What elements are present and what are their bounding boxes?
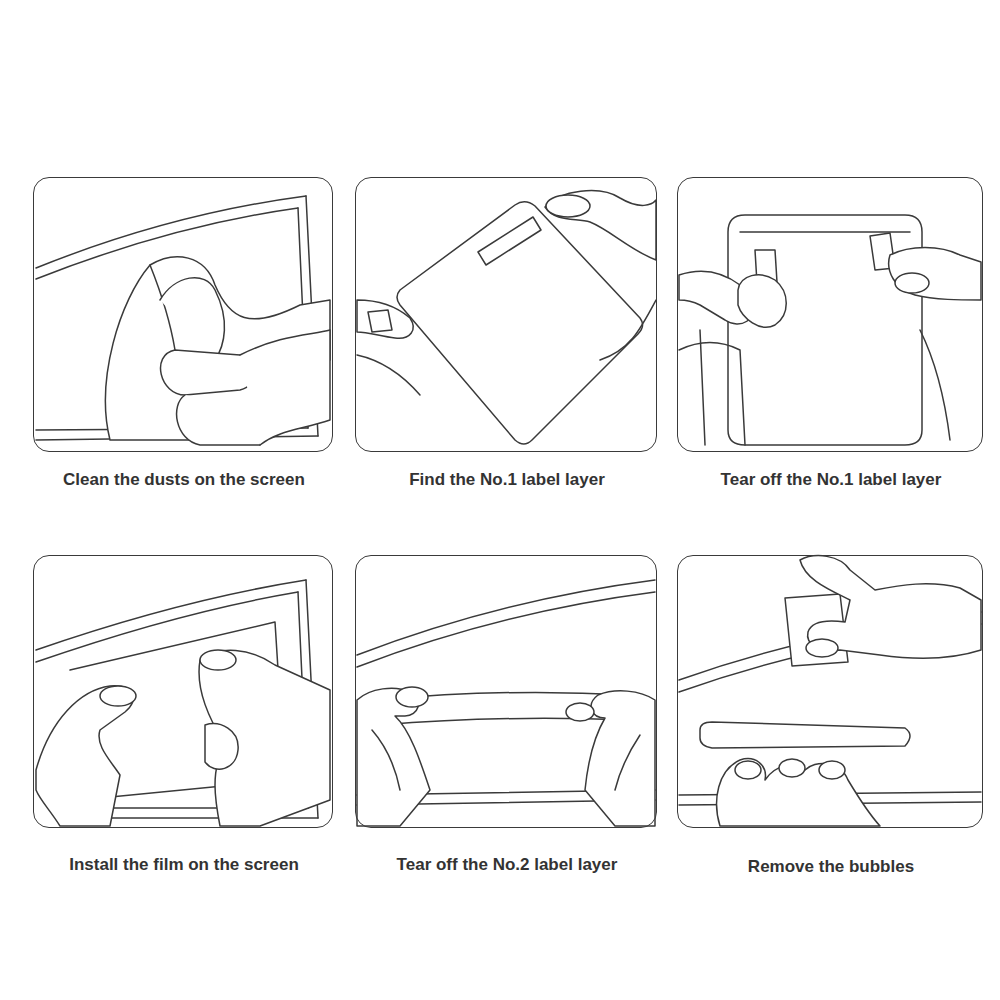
install-film-drawing-stroke: [100, 686, 136, 706]
remove-bubbles-drawing-stroke: [700, 722, 910, 748]
find-label-drawing-stroke: [545, 191, 656, 260]
find-label-drawing-stroke: [397, 202, 643, 444]
tear-label-one-drawing-stroke: [920, 330, 950, 440]
step-caption: Clean the dusts on the screen: [14, 470, 354, 490]
remove-bubbles-drawing-stroke: [717, 759, 880, 826]
install-film-drawing-stroke: [36, 686, 133, 826]
step-caption: Install the film on the screen: [14, 855, 354, 875]
tear-label-one-drawing-stroke: [889, 248, 981, 301]
install-film-drawing: [36, 580, 330, 826]
tear-label-one-drawing-stroke: [740, 231, 910, 233]
remove-bubbles-drawing-stroke: [806, 639, 838, 657]
find-label-drawing-stroke: [368, 310, 392, 332]
tear-label-two-drawing: [357, 580, 655, 826]
clean-screen-drawing: [36, 196, 330, 445]
step-caption: Find the No.1 label layer: [336, 470, 678, 490]
install-film-drawing-stroke: [205, 724, 238, 769]
install-film-drawing-stroke: [110, 817, 318, 819]
step-caption: Tear off the No.1 label layer: [658, 470, 1000, 490]
step-panel: Clean the dusts on the screen: [33, 177, 333, 452]
find-label-drawing-stroke: [546, 195, 590, 217]
tear-label-one-drawing: [679, 215, 981, 445]
install-film-drawing-stroke: [36, 580, 306, 650]
tear-label-two-drawing-stroke: [372, 730, 400, 790]
remove-bubbles-drawing-stroke: [819, 761, 845, 779]
install-film-drawing-stroke: [200, 650, 236, 670]
find-label-drawing-stroke: [357, 300, 413, 338]
tear-label-one-drawing-stroke: [679, 343, 745, 446]
step-caption: Tear off the No.2 label layer: [336, 855, 678, 875]
tear-label-two-drawing-stroke: [396, 687, 428, 707]
tear-label-one-drawing-stroke: [728, 215, 922, 445]
remove-bubbles-drawing-stroke: [779, 759, 805, 777]
find-label-drawing-stroke: [357, 355, 420, 395]
remove-bubbles-drawing-stroke: [800, 556, 981, 659]
tear-label-one-drawing-stroke: [700, 330, 705, 445]
clean-screen-drawing-stroke: [240, 330, 330, 445]
tear-label-two-drawing-stroke: [357, 580, 655, 655]
tear-label-two-drawing-stroke: [566, 703, 594, 721]
tear-label-one-drawing-stroke: [738, 275, 786, 327]
step-panel: Tear off the No.2 label layer: [355, 555, 657, 828]
step-panel: Install the film on the screen: [33, 555, 333, 828]
step-caption: Remove the bubbles: [658, 857, 1000, 877]
remove-bubbles-drawing-stroke: [735, 761, 761, 779]
find-label-drawing-stroke: [600, 300, 656, 360]
find-label-drawing-stroke: [478, 217, 541, 265]
tear-label-one-drawing-stroke: [895, 273, 929, 293]
tear-label-two-drawing-stroke: [615, 735, 640, 790]
find-label-drawing: [357, 191, 656, 444]
step-panel: Tear off the No.1 label layer: [677, 177, 983, 452]
tear-label-two-drawing-stroke: [357, 688, 430, 826]
step-panel: Remove the bubbles: [677, 555, 983, 828]
remove-bubbles-drawing: [679, 556, 981, 826]
install-film-drawing-stroke: [199, 650, 330, 826]
tear-label-two-drawing-stroke: [585, 691, 655, 826]
tear-label-two-drawing-stroke: [357, 592, 655, 667]
install-film-drawing-stroke: [36, 592, 298, 662]
step-panel: Find the No.1 label layer: [355, 177, 657, 452]
clean-screen-drawing-stroke: [160, 278, 224, 360]
